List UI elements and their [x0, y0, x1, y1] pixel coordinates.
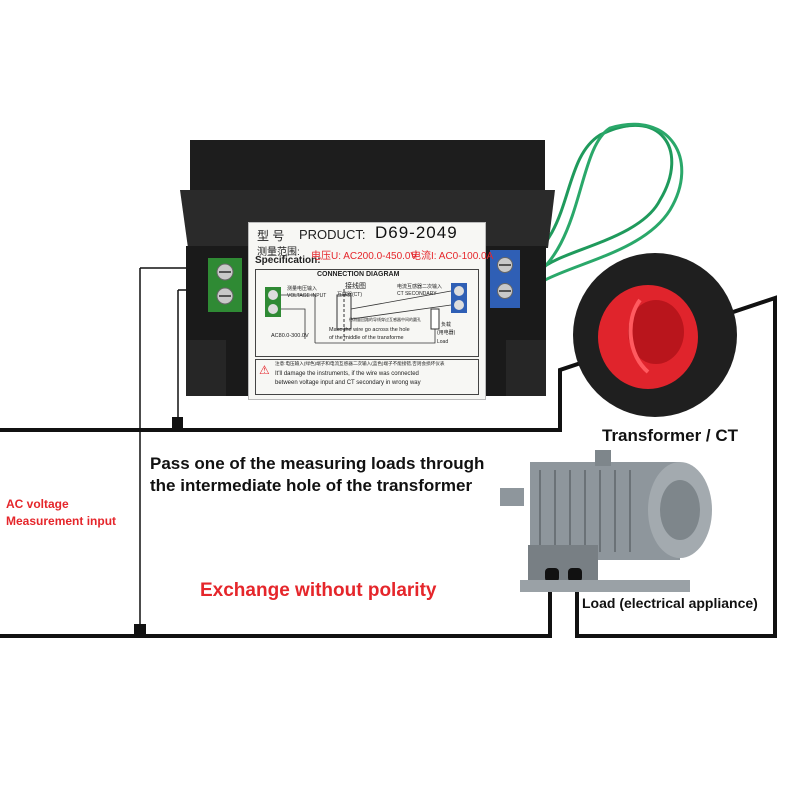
voltage-range: AC80.0-300.0V — [271, 333, 309, 339]
product-label: PRODUCT: — [299, 227, 366, 242]
spec-label-cn: 测量范围: — [257, 247, 300, 258]
load-cn-1: 负载 — [441, 322, 452, 328]
wires — [0, 267, 777, 638]
meter-label: 型 号 PRODUCT: D69-2049 测量范围: Specificatio… — [248, 222, 493, 400]
mini-voltage-terminal-icon — [265, 287, 281, 317]
ct-secondary-cn: 电流互感器二次输入 — [397, 284, 443, 290]
diagram-title-cn: 接线图 — [345, 283, 366, 290]
warning-cn: 注意:电压输入(绿色)端子和电流互感器二次输入(蓝色)端子不能接错,否则会损坏仪… — [275, 361, 445, 366]
junction-top — [172, 417, 183, 428]
warning-box — [255, 359, 479, 395]
ac-voltage-label-2: Measurement input — [6, 514, 117, 528]
ct-wires — [519, 122, 684, 287]
ct-secondary-label: CT SECONDARY — [397, 291, 437, 297]
warning-2: between voltage input and CT secondary i… — [275, 380, 421, 386]
mini-ct-terminal-icon — [451, 283, 467, 313]
connection-diagram-box — [255, 269, 479, 357]
voltage-terminal-block — [208, 258, 242, 312]
load-label: Load (electrical appliance) — [582, 595, 758, 611]
wire-note-1: Make the wire go across the hole — [329, 327, 410, 333]
top-wire — [0, 295, 777, 638]
wire-note-2: of the middle of the transforme — [329, 335, 404, 341]
ac-voltage-label-1: AC voltage — [6, 497, 69, 511]
bottom-wire — [0, 585, 552, 638]
voltage-input-label: VOLTAGE INPUT — [287, 293, 327, 299]
pass-instruction-line-2: the intermediate hole of the transformer — [150, 476, 473, 495]
spec-label: Specification: — [255, 255, 321, 266]
mini-ct-core-icon — [336, 289, 352, 341]
diagram-title: CONNECTION DIAGRAM — [317, 271, 400, 278]
junction-bottom — [134, 624, 146, 636]
pass-instruction-line-1: Pass one of the measuring loads through — [150, 454, 485, 473]
model-number: D69-2049 — [375, 223, 458, 242]
model-label-cn: 型 号 — [257, 229, 285, 243]
mini-diagram — [265, 283, 467, 344]
warning-icon: ⚠ — [259, 363, 270, 377]
load-en: Load — [437, 339, 449, 345]
transformer-label: Transformer / CT — [602, 426, 739, 445]
spec-current: 电流I: AC0-100.0A — [411, 251, 494, 262]
exchange-label: Exchange without polarity — [200, 580, 437, 601]
ct-terminal-block — [490, 250, 520, 308]
warning-1: It'll damage the instruments, if the wir… — [275, 371, 419, 377]
mini-load-icon — [430, 308, 440, 330]
voltage-input-cn: 测量电压输入 — [287, 286, 318, 292]
motor — [500, 450, 712, 592]
load-cn-2: (用电器) — [437, 330, 456, 336]
wire-note-cn: 待测量回路的导线穿过互感器中间的圆孔 — [349, 317, 421, 322]
spec-voltage: 电压U: AC200.0-450.0V — [311, 251, 418, 262]
current-transformer — [573, 253, 737, 417]
